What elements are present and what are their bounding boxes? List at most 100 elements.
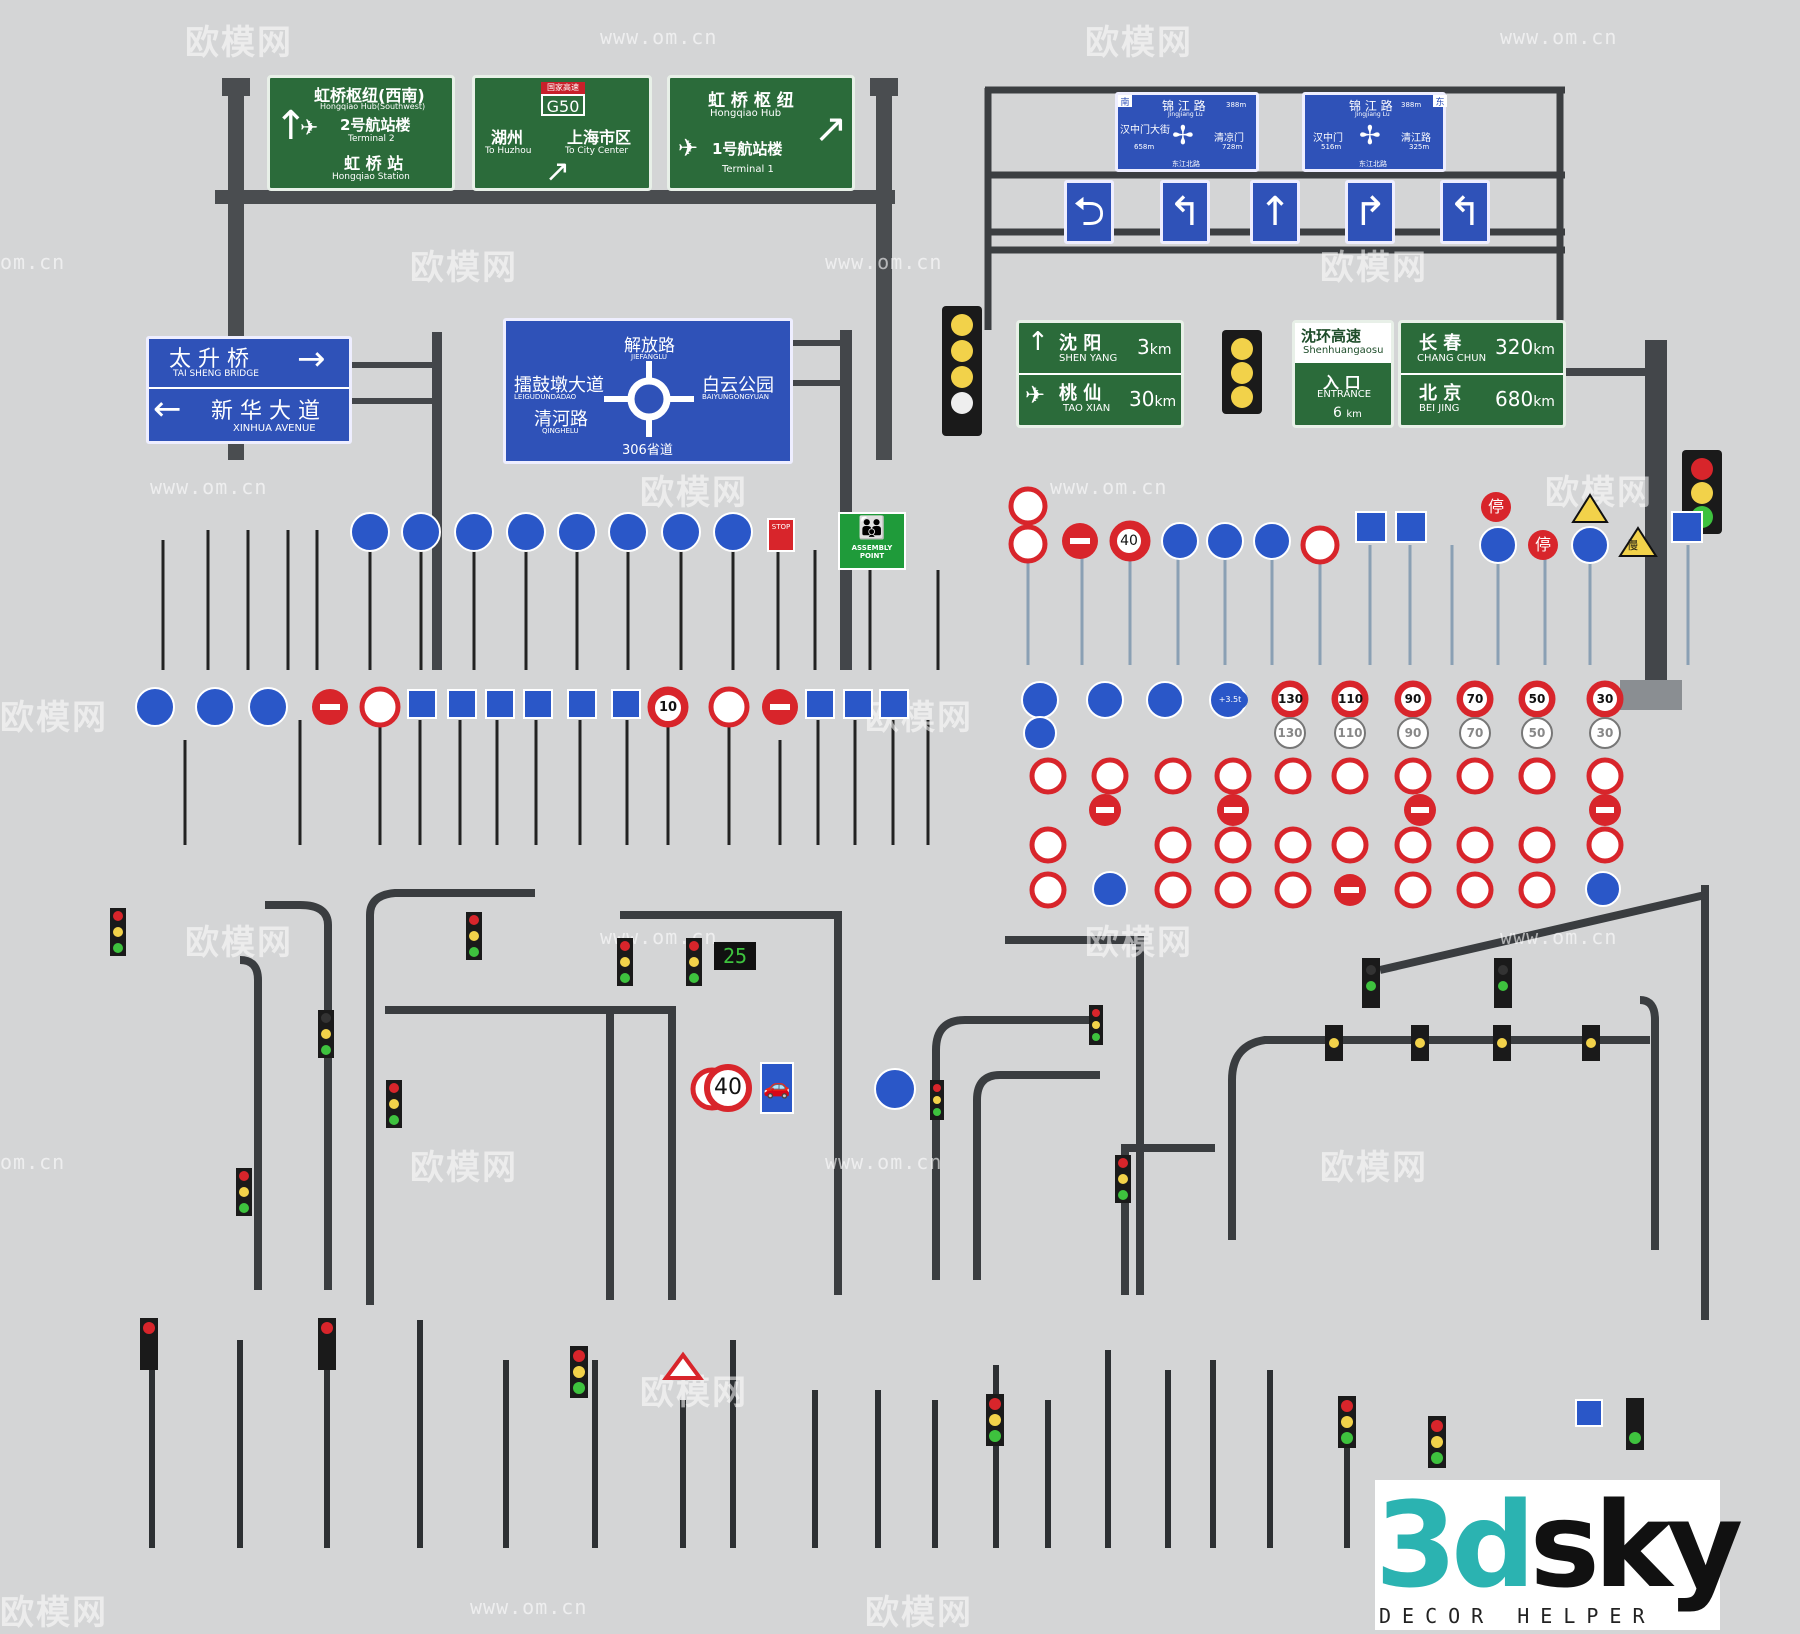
compass-badge: 南 [1118, 95, 1132, 108]
arrow-up-icon: ↑ [274, 103, 308, 149]
sign-row2-en: TAO XIAN [1063, 403, 1111, 414]
sign-distance: 388m [1401, 101, 1422, 109]
watermark-url: www.om.cn [1050, 475, 1168, 499]
sign-distance: 388m [1226, 101, 1247, 109]
compass-badge: 东 [1433, 95, 1447, 108]
countdown-display: 25 [714, 942, 756, 970]
speed-limit-sign: 40 [1112, 524, 1146, 558]
end-speed-limit-sign: 90 [1397, 717, 1429, 749]
sign-left2: 清河路 [534, 409, 588, 430]
sign-row1-en: CHANG CHUN [1417, 353, 1487, 364]
stop-sign-round: 停 [1481, 492, 1511, 522]
watermark-brand: 欧模网 [410, 1148, 518, 1188]
speed-limit-sign: 30 [1589, 683, 1621, 715]
arrow-left-icon: ← [153, 389, 182, 429]
assembly-point-label: ASSEMBLY POINT [851, 544, 893, 560]
watermark-brand: 欧模网 [640, 473, 748, 513]
watermark-brand: 欧模网 [0, 1593, 108, 1633]
sign-title: 虹 桥 枢 纽 [708, 91, 794, 111]
sign-line3-en: Hongqiao Station [332, 172, 410, 182]
sign-left-dist: 516m [1321, 143, 1342, 151]
speed-limit-sign: 70 [1459, 683, 1491, 715]
no-entry-bars [320, 538, 1614, 893]
sign-support-poles [350, 330, 1682, 710]
roundabout-guide-sign: 解放路 JIEFANGLU 擂鼓墩大道 LEIGUDUNDADAO 清河路 QI… [503, 318, 793, 464]
prohibitory-signs-red [359, 486, 1624, 1111]
guide-sign-hongqiao-southwest: 虹桥枢纽(西南) Hongqiao Hub(Southwest) ↑ ✈ 2号航… [267, 75, 455, 191]
arrow-up-icon: ↑ [1027, 327, 1049, 357]
sign-row2-distance: 30km [1129, 387, 1177, 411]
crossroad-arrows-icon: ✢ [1172, 121, 1194, 151]
sign-line2: 2号航站楼 [340, 116, 411, 134]
speed-limit-sign: 50 [1521, 683, 1553, 715]
sign-title-en: Shenhuangaosu [1303, 345, 1384, 356]
end-speed-limit-sign: 110 [1334, 717, 1366, 749]
sign-title: 锦 江 路 [1162, 99, 1206, 113]
watermark-brand: 欧模网 [0, 698, 108, 738]
sign-title-en: Hongqiao Hub(Southwest) [320, 102, 426, 111]
people-icon: 👪 [858, 516, 886, 541]
watermark-url: om.cn [0, 250, 66, 274]
sign-right-dist: 325m [1409, 143, 1430, 151]
lane-guide-sign-jingjiang-2: 东 锦 江 路 Jingjiang Lu 388m 汉中门 516m 清江路 3… [1302, 92, 1447, 172]
traffic-light-vertical [942, 306, 982, 436]
end-speed-limit-sign: 30 [1589, 717, 1621, 749]
national-highway-badge: 国家高速 [541, 82, 585, 94]
route-shield: G50 [541, 94, 585, 116]
sign-bottom: 新 华 大 道 [211, 399, 320, 424]
watermark-brand: 欧模网 [1320, 248, 1428, 288]
logo-tagline: DECOR HELPER [1379, 1604, 1656, 1628]
speed-limit-sign: 110 [1334, 683, 1366, 715]
airplane-icon: ✈ [1025, 381, 1046, 409]
sign-mid-en: ENTRANCE [1317, 389, 1372, 400]
airplane-icon: ✈ [678, 134, 699, 162]
sign-row2-en: BEI JING [1419, 403, 1460, 414]
sign-posts-row1 [161, 530, 940, 670]
sign-distance: 6 km [1333, 405, 1362, 421]
sign-title-en: Jingjiang Lu [1355, 111, 1390, 118]
sign-row1: 长 春 [1419, 333, 1462, 354]
expressway-entrance-sign: 沈环高速 Shenhuangaosu 入 口 ENTRANCE 6 km [1292, 320, 1394, 428]
sign-divider [149, 387, 349, 389]
sign-row2-distance: 680km [1495, 387, 1555, 411]
sign-posts-right [1026, 545, 1690, 665]
watermark-url: www.om.cn [470, 1595, 588, 1619]
sign-row2: 北 京 [1419, 383, 1462, 404]
turn-left-icon: ↰ [1168, 189, 1202, 235]
lane-left-sign: ↰ [1160, 180, 1210, 244]
watermark-url: www.om.cn [825, 1150, 943, 1174]
sign-line3: 虹 桥 站 [344, 154, 404, 173]
uturn-icon: ⮌ [1072, 189, 1106, 235]
sign-left2-en: QINGHELU [542, 427, 579, 435]
end-speed-limit-sign: 130 [1274, 717, 1306, 749]
stop-sign-round: 停 [1528, 530, 1558, 560]
sign-left-dest-en: To Huzhou [485, 146, 532, 156]
weight-limit-sign: +3.5t [1212, 688, 1248, 712]
sign-left: 汉中门大街 [1120, 125, 1170, 136]
mandatory-signs-blue [135, 512, 1621, 1110]
watermark-url: www.om.cn [1500, 25, 1618, 49]
sign-right-en: BAIYUNGONGYUAN [702, 393, 769, 401]
sign-title-en: Hongqiao Hub [710, 108, 782, 119]
parking-signs [407, 511, 1703, 1427]
sign-top-en: TAI SHENG BRIDGE [173, 369, 259, 379]
watermark-url: om.cn [0, 1150, 66, 1174]
sign-row2: 桃 仙 [1059, 383, 1102, 404]
lane-straight-right-sign: ↱ [1345, 180, 1395, 244]
watermark-url: www.om.cn [150, 475, 268, 499]
sign-row1: 沈 阳 [1059, 333, 1102, 354]
sign-right-dest: 上海市区 [567, 128, 632, 147]
sign-top: 太 升 桥 [169, 347, 249, 372]
watermark-brand: 欧模网 [1320, 1148, 1428, 1188]
watermark-url: www.om.cn [825, 250, 943, 274]
watermark-brand: 欧模网 [185, 923, 293, 963]
watermark-url: www.om.cn [1500, 925, 1618, 949]
speed-limit-sign: 130 [1274, 683, 1306, 715]
sign-row1-distance: 3km [1137, 335, 1172, 359]
sign-right: 清江路 [1401, 133, 1431, 144]
watermark-brand: 欧模网 [1085, 23, 1193, 63]
sign-top: 解放路 [624, 336, 675, 356]
3dsky-logo: 3dsky DECOR HELPER [1375, 1480, 1743, 1630]
sign-bottom: 306省道 [622, 443, 673, 458]
